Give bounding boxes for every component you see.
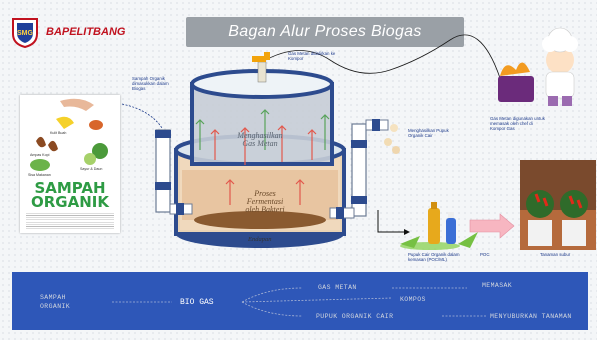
- tank-top-label-line2: Gas Metan: [242, 139, 278, 148]
- tank-mid-label-line3: oleh Bakteri: [245, 205, 285, 214]
- biogas-tank: [174, 52, 346, 248]
- flow-branch-gas: GAS METAN: [318, 284, 357, 291]
- tank-top-label-line1: Menghasilkan: [237, 131, 283, 140]
- flow-source-line2: ORGANIK: [40, 303, 71, 310]
- tank-mid-label-line2: Fermentasi: [246, 197, 284, 206]
- fertilizer-out-note: Menghasilkan Pupuk Organik Cair: [408, 128, 449, 139]
- flow-source-line1: SAMPAH: [40, 294, 66, 301]
- title-banner: Bagan Alur Proses Biogas: [186, 17, 464, 47]
- page-title: Bagan Alur Proses Biogas: [228, 23, 422, 40]
- poster-label-3: Sisa Makanan: [28, 173, 51, 177]
- poster-title-line2: ORGANIK: [31, 193, 109, 211]
- flow-arrows: [112, 287, 487, 317]
- cooking-note: Gas Metan digunakan untuk memasak oleh c…: [490, 116, 545, 132]
- waste-items-illustration: [30, 98, 108, 171]
- tank-mid-label-line1: Proses: [254, 189, 276, 198]
- pink-arrow-icon: [469, 213, 515, 239]
- chili-plants-icon: [520, 160, 596, 250]
- chef-icon: [498, 27, 578, 106]
- flow-source: SAMPAH ORGANIK: [40, 293, 70, 311]
- poster-title-line1: SAMPAH: [34, 179, 106, 197]
- poster-label-2: Sayur & Daun: [80, 167, 103, 171]
- input-pipe: [155, 129, 193, 215]
- tank-mid-label: Proses Fermentasi oleh Bakteri: [225, 190, 305, 214]
- tank-bottom-label: Endapan: [248, 236, 272, 243]
- flow-branch-compost: KOMPOS: [400, 296, 426, 303]
- flow-result-plants: MENYUBURKAN TANAMAN: [490, 313, 572, 320]
- process-flow-bar: [12, 272, 588, 330]
- bottle-label: POC: [480, 252, 490, 257]
- fertilizer-note: Pupuk Cair Organik dalam kemasan (POC/ML…: [408, 252, 460, 263]
- poster-label-1: Kulit Buah: [50, 131, 67, 135]
- fertilizer-arrow: [377, 210, 408, 233]
- input-note: Sampah Organik dimasukkan dalam Biogas: [132, 76, 169, 92]
- biogas-illustration: [121, 27, 578, 250]
- poster-body-text: [26, 213, 114, 229]
- header-logo: SMG BAPELITBANG: [10, 16, 125, 48]
- organic-waste-poster: Kulit Buah Sayur & Daun Sisa Makanan Amp…: [20, 95, 120, 233]
- input-arrow: [121, 103, 163, 129]
- produce-icon: [384, 124, 400, 154]
- logo-text: BAPELITBANG: [46, 26, 126, 38]
- logo-badge-text: SMG: [17, 30, 34, 37]
- chili-plants-photo: [520, 160, 596, 250]
- flow-result-cooking: MEMASAK: [482, 282, 513, 289]
- gas-pipe-line: [261, 34, 501, 79]
- poster-label-4: Ampas Kopi: [30, 153, 50, 157]
- fertilizer-bottles-icon: [400, 202, 478, 250]
- tank-top-label: Menghasilkan Gas Metan: [215, 132, 305, 148]
- poster-title: SAMPAH ORGANIK: [20, 179, 120, 211]
- output-pipe: [329, 119, 389, 219]
- city-emblem-icon: SMG: [12, 18, 38, 48]
- plant-note: Tanaman subur: [540, 252, 571, 257]
- flow-branch-fertilizer: PUPUK ORGANIK CAIR: [316, 313, 394, 320]
- gas-out-note: Gas Metan didalirkan ke Kompor: [288, 51, 336, 62]
- flow-hub: BIO GAS: [180, 298, 214, 307]
